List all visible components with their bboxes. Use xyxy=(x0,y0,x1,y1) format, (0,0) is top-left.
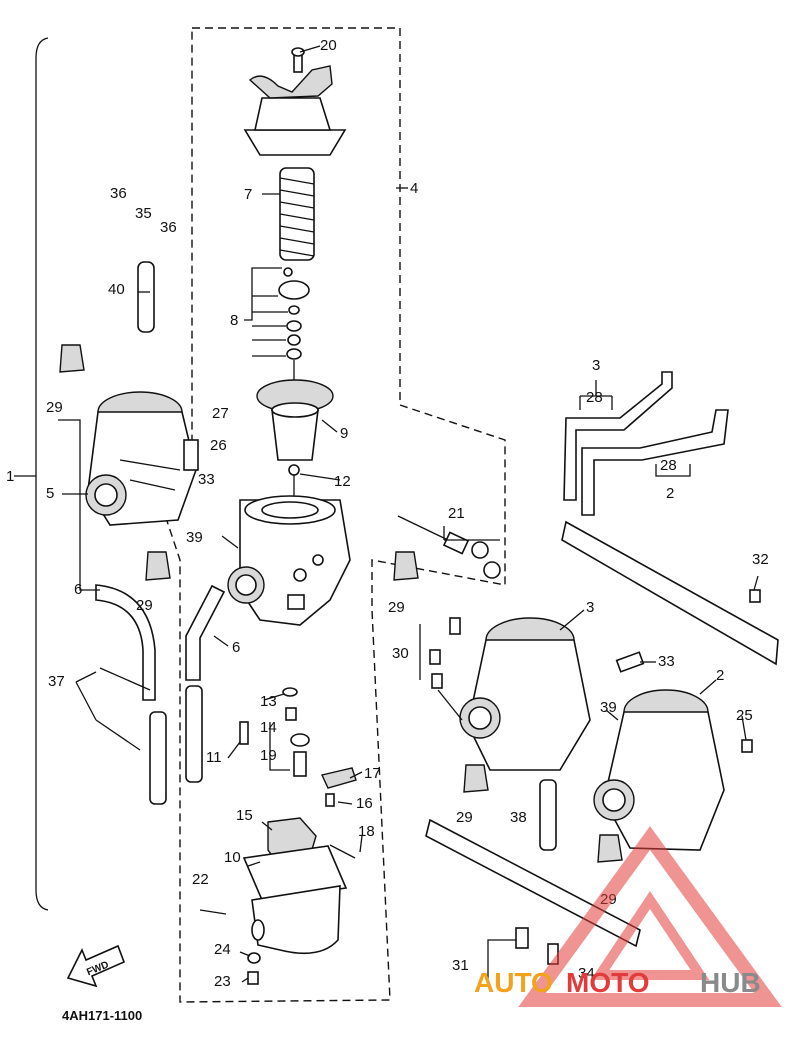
small-parts xyxy=(199,687,357,985)
callout-18: 18 xyxy=(358,823,375,840)
callout-13: 13 xyxy=(260,693,277,710)
callout-29-mid: 29 xyxy=(388,599,405,616)
left-hoses xyxy=(95,261,226,805)
right-small-parts xyxy=(429,589,761,965)
callout-29-mid-left: 29 xyxy=(136,597,153,614)
vent-hoses xyxy=(563,371,729,516)
callout-32: 32 xyxy=(752,551,769,568)
needle-clip xyxy=(288,464,300,476)
callout-6-mid: 6 xyxy=(232,639,240,656)
callout-1: 1 xyxy=(6,468,14,485)
jet-needle-parts xyxy=(278,267,310,384)
callout-23: 23 xyxy=(214,973,231,990)
left-assembled-carb xyxy=(85,391,199,526)
callout-33-left: 33 xyxy=(198,471,215,488)
callout-16: 16 xyxy=(356,795,373,812)
callout-29-top-left: 29 xyxy=(46,399,63,416)
callout-12: 12 xyxy=(334,473,351,490)
right-carb-2 xyxy=(593,689,725,851)
callout-11: 11 xyxy=(206,749,222,766)
callout-36-right: 36 xyxy=(160,219,177,236)
callout-29-lower-mid: 29 xyxy=(456,809,473,826)
callout-7: 7 xyxy=(244,186,252,203)
callout-24: 24 xyxy=(214,941,231,958)
exploded-view-boundary xyxy=(159,27,506,1003)
brand-hub: HUB xyxy=(700,967,761,998)
callout-3-mid: 3 xyxy=(586,599,594,616)
automotohub-watermark-logo xyxy=(518,826,782,1007)
piston-spring xyxy=(279,167,315,261)
drawing-code: 4AH171-1100 xyxy=(62,1008,142,1023)
callout-5: 5 xyxy=(46,485,54,502)
callout-6-left: 6 xyxy=(74,581,82,598)
callout-36-left: 36 xyxy=(110,185,127,202)
callout-22: 22 xyxy=(192,871,209,888)
callout-2-top: 2 xyxy=(666,485,674,502)
forward-arrow-icon: FWD xyxy=(66,944,126,988)
callout-3-top: 3 xyxy=(592,357,600,374)
callout-26: 26 xyxy=(210,437,227,454)
callout-15: 15 xyxy=(236,807,253,824)
callout-33-right: 33 xyxy=(658,653,675,670)
callout-14: 14 xyxy=(260,719,277,736)
callout-20: 20 xyxy=(320,37,337,54)
callout-8: 8 xyxy=(230,312,238,329)
callout-39-left: 39 xyxy=(186,529,203,546)
brand-moto: MOTO xyxy=(566,967,649,998)
callout-37: 37 xyxy=(48,673,65,690)
brackets-29 xyxy=(59,344,623,863)
brand-auto: AUTO xyxy=(474,967,553,998)
callout-25: 25 xyxy=(736,707,753,724)
callout-2-mid: 2 xyxy=(716,667,724,684)
callout-9: 9 xyxy=(340,425,348,442)
callout-labels: 20 4 7 36 35 36 40 8 29 27 9 26 1 5 33 1… xyxy=(6,37,769,990)
idle-screw-assembly xyxy=(397,515,501,579)
callout-34: 34 xyxy=(578,965,595,982)
right-carb-3 xyxy=(459,617,591,851)
carb-top-cap xyxy=(243,47,347,156)
exploded-carb-body xyxy=(227,495,351,626)
callout-17: 17 xyxy=(364,765,381,782)
callout-21: 21 xyxy=(448,505,465,522)
callout-28-bottom: 28 xyxy=(660,457,677,474)
callout-38: 38 xyxy=(510,809,527,826)
diaphragm-piston xyxy=(256,379,334,461)
assembly-bracket xyxy=(35,37,49,911)
callout-30: 30 xyxy=(392,645,409,662)
automotohub-wordmark: AUTO MOTO HUB xyxy=(474,967,761,998)
float-assembly xyxy=(242,817,348,955)
callout-19: 19 xyxy=(260,747,277,764)
callout-39-right: 39 xyxy=(600,699,617,716)
callout-31: 31 xyxy=(452,957,469,974)
callout-10: 10 xyxy=(224,849,241,866)
callout-27: 27 xyxy=(212,405,229,422)
leader-lines xyxy=(14,45,759,986)
callout-35: 35 xyxy=(135,205,152,222)
callout-40: 40 xyxy=(108,281,125,298)
callout-4: 4 xyxy=(410,180,418,197)
callout-28-top: 28 xyxy=(586,389,603,406)
